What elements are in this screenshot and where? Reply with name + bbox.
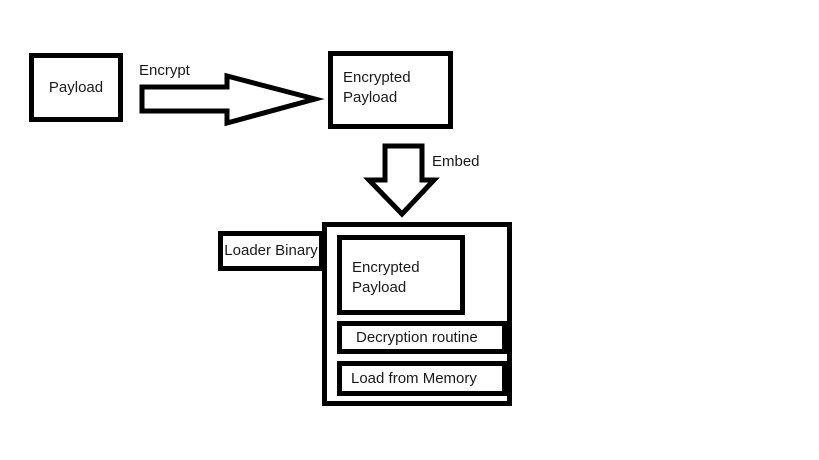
payload-label: Payload bbox=[48, 78, 104, 96]
decryption-routine-label: Decryption routine bbox=[356, 328, 478, 346]
loader-binary-label: Loader Binary bbox=[224, 242, 318, 259]
loader-binary-label-box: Loader Binary bbox=[218, 231, 324, 271]
embedded-encrypted-payload-box: Encrypted Payload bbox=[337, 235, 465, 315]
load-from-memory-label: Load from Memory bbox=[351, 369, 477, 387]
payload-box: Payload bbox=[29, 53, 123, 122]
encrypted-payload-label: Encrypted Payload bbox=[343, 69, 411, 106]
embedded-encrypted-payload-label: Encrypted Payload bbox=[352, 259, 420, 296]
decryption-routine-box: Decryption routine bbox=[337, 321, 507, 354]
load-from-memory-box: Load from Memory bbox=[337, 361, 507, 396]
encrypt-label: Encrypt bbox=[139, 62, 190, 79]
embed-label: Embed bbox=[432, 153, 480, 170]
encrypted-payload-box: Encrypted Payload bbox=[328, 51, 453, 129]
